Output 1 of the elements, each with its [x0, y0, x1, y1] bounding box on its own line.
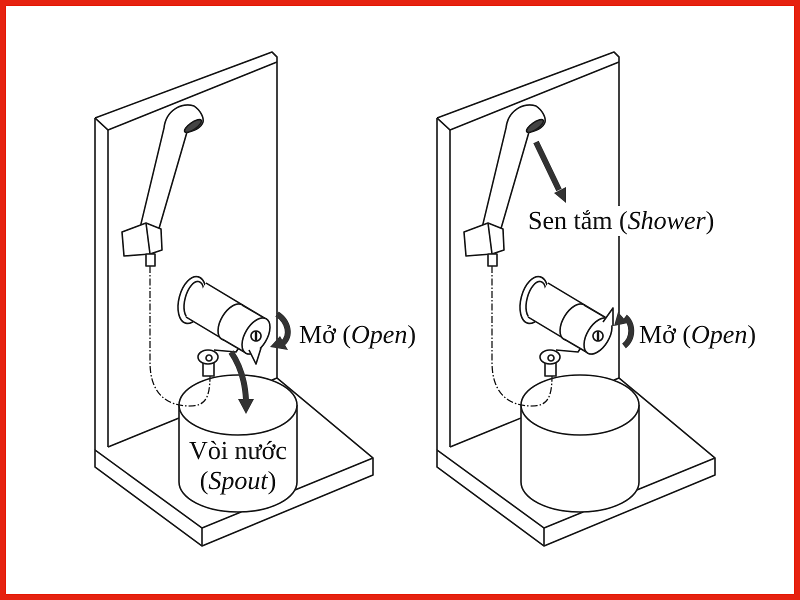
- part-label: Vòi nước (Spout): [188, 436, 288, 496]
